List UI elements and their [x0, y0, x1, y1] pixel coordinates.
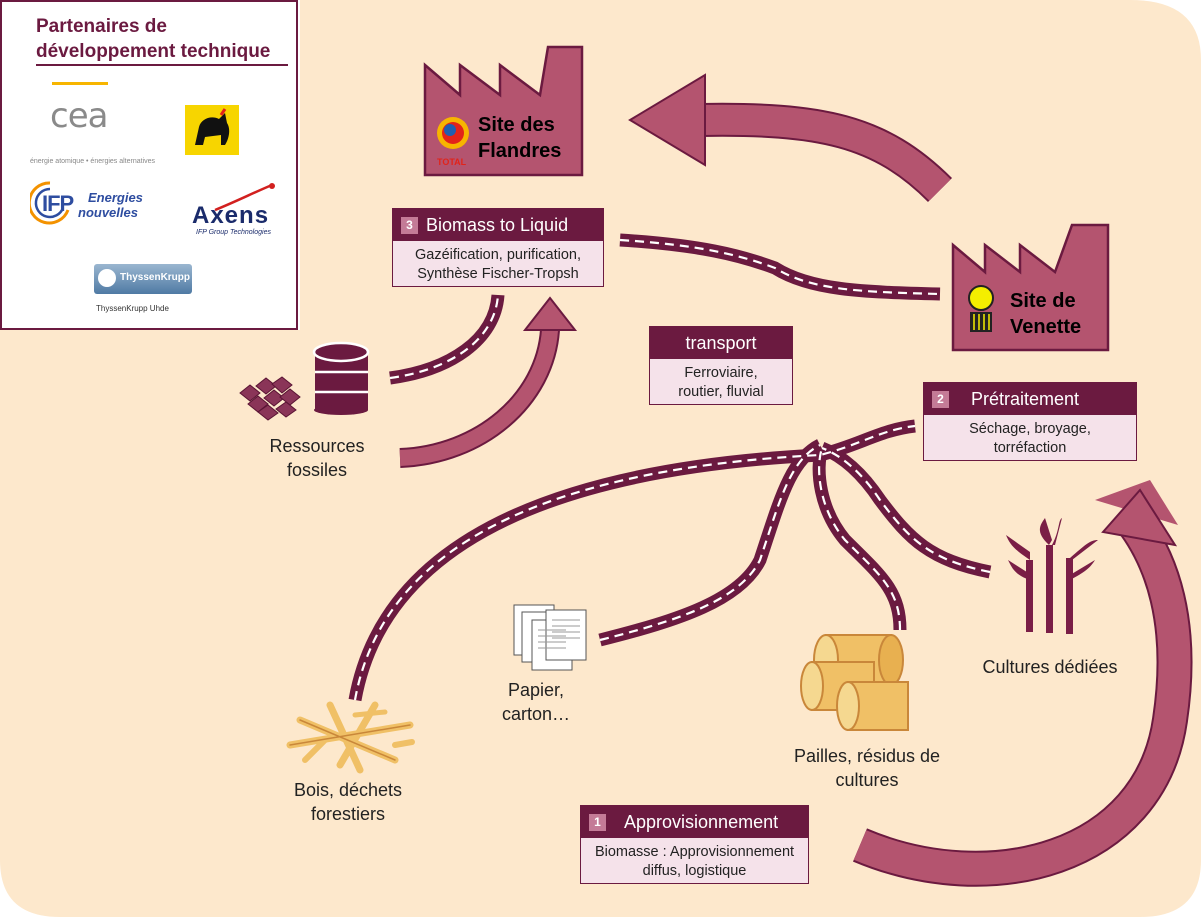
partners-title: Partenaires de développement technique — [36, 14, 296, 64]
ifp-line1: Energies — [88, 190, 143, 205]
transport-box: transport Ferroviaire, routier, fluvial — [649, 326, 793, 405]
cea-logo: cea énergie atomique • énergies alternat… — [30, 82, 155, 172]
step-btl-line2: Synthèse Fischer-Tropsh — [417, 266, 579, 282]
site-venette-line1: Site de — [1010, 290, 1076, 312]
partners-panel: Partenaires de développement technique c… — [0, 0, 298, 330]
arrow-icon-fossiles-to-btl — [399, 296, 578, 468]
paper-icon — [513, 604, 587, 671]
resource-bois-line2: forestiers — [310, 804, 386, 824]
eni-dog-icon — [195, 108, 230, 145]
step-pretraitement-body: Séchage, broyage, torréfaction — [924, 415, 1136, 464]
transport-line1: Ferroviaire, — [684, 365, 758, 381]
arrow-icon-venette-to-flandres — [628, 73, 953, 203]
resource-pailles-line2: cultures — [835, 770, 899, 790]
partners-divider — [36, 64, 288, 66]
total-logo-icon — [437, 117, 469, 149]
step-btl-header: 3 Biomass to Liquid — [393, 209, 603, 241]
axens-name: Axens — [192, 202, 270, 229]
cea-logo-text: cea — [50, 96, 108, 136]
step-btl-title: Biomass to Liquid — [426, 214, 569, 235]
wood-icon — [286, 701, 415, 774]
venette-logo-icon — [968, 285, 994, 332]
step-pretraitement-number: 2 — [932, 390, 949, 408]
resource-papier-line1: Papier, — [507, 680, 565, 700]
axens-logo: Axens IFP Group Technologies — [190, 182, 290, 237]
resource-cultures-label: Cultures dédiées — [970, 655, 1130, 679]
resource-pailles-line1: Pailles, résidus de — [793, 746, 941, 766]
thyssenkrupp-name: ThyssenKrupp — [120, 272, 191, 283]
straw-bale-icon — [800, 634, 909, 731]
site-venette-line2: Venette — [1010, 316, 1082, 338]
step-approvisionnement-body: Biomasse : Approvisionnement diffus, log… — [581, 838, 808, 887]
coal-icon — [239, 376, 301, 421]
arrow-icon-approvisionnement-to-pretraitement — [852, 480, 1193, 887]
ifp-line2: nouvelles — [78, 205, 138, 220]
transport-header: transport — [650, 327, 792, 359]
transport-line2: routier, fluvial — [678, 384, 764, 400]
resource-fossiles-line2: fossiles — [286, 460, 348, 480]
step-approvisionnement-line2: diffus, logistique — [642, 863, 747, 879]
step-approvisionnement-number: 1 — [589, 813, 606, 831]
resource-bois-line1: Bois, déchets — [293, 780, 403, 800]
ifp-logo: IFP Energies nouvelles — [30, 180, 150, 230]
axens-tagline: IFP Group Technologies — [196, 229, 271, 236]
total-logo-text: TOTAL — [437, 157, 467, 167]
site-flandres-label: Site des Flandres — [478, 112, 561, 164]
step-btl-line1: Gazéification, purification, — [414, 247, 582, 263]
resource-papier-label: Papier, carton… — [486, 678, 586, 726]
resource-fossiles-line1: Ressources — [269, 436, 365, 456]
resource-fossiles-label: Ressources fossiles — [250, 434, 384, 482]
transport-title: transport — [685, 332, 757, 353]
thyssenkrupp-tagline: ThyssenKrupp Uhde — [96, 304, 169, 313]
step-btl-box: 3 Biomass to Liquid Gazéification, purif… — [392, 208, 604, 287]
step-approvisionnement-line1: Biomasse : Approvisionnement — [594, 844, 795, 860]
partners-title-line2: développement technique — [36, 41, 271, 62]
thyssenkrupp-logo: ThyssenKrupp ThyssenKrupp Uhde — [94, 264, 194, 314]
site-venette-label: Site de Venette — [1010, 288, 1081, 340]
step-btl-number: 3 — [401, 216, 418, 234]
thyssenkrupp-emblem-icon — [98, 269, 116, 287]
step-pretraitement-line1: Séchage, broyage, — [969, 421, 1091, 437]
resource-cultures-line1: Cultures dédiées — [982, 657, 1118, 677]
cea-tagline: énergie atomique • énergies alternatives — [30, 158, 156, 165]
resource-pailles-label: Pailles, résidus de cultures — [772, 744, 962, 792]
step-pretraitement-line2: torréfaction — [993, 440, 1067, 456]
thyssenkrupp-badge: ThyssenKrupp — [94, 264, 192, 294]
resource-bois-label: Bois, déchets forestiers — [278, 778, 418, 826]
site-flandres-line1: Site des — [478, 114, 555, 136]
oil-barrel-icon — [312, 341, 370, 415]
step-btl-body: Gazéification, purification, Synthèse Fi… — [393, 241, 603, 290]
step-pretraitement-box: 2 Prétraitement Séchage, broyage, torréf… — [923, 382, 1137, 461]
transport-body: Ferroviaire, routier, fluvial — [650, 359, 792, 408]
step-pretraitement-header: 2 Prétraitement — [924, 383, 1136, 415]
ifp-swirl-icon — [30, 181, 70, 225]
axens-swoosh-icon — [214, 183, 275, 212]
eni-logo — [185, 105, 239, 155]
resource-papier-line2: carton… — [501, 704, 571, 724]
step-approvisionnement-header: 1 Approvisionnement — [581, 806, 808, 838]
partners-title-line1: Partenaires de — [36, 16, 167, 37]
step-pretraitement-title: Prétraitement — [971, 388, 1080, 409]
crop-icon — [1006, 518, 1098, 634]
step-approvisionnement-title: Approvisionnement — [624, 811, 779, 832]
site-flandres-line2: Flandres — [478, 140, 562, 162]
road-icon-network — [348, 233, 992, 702]
ifp-mark: IFP — [42, 191, 74, 216]
step-approvisionnement-box: 1 Approvisionnement Biomasse : Approvisi… — [580, 805, 809, 884]
